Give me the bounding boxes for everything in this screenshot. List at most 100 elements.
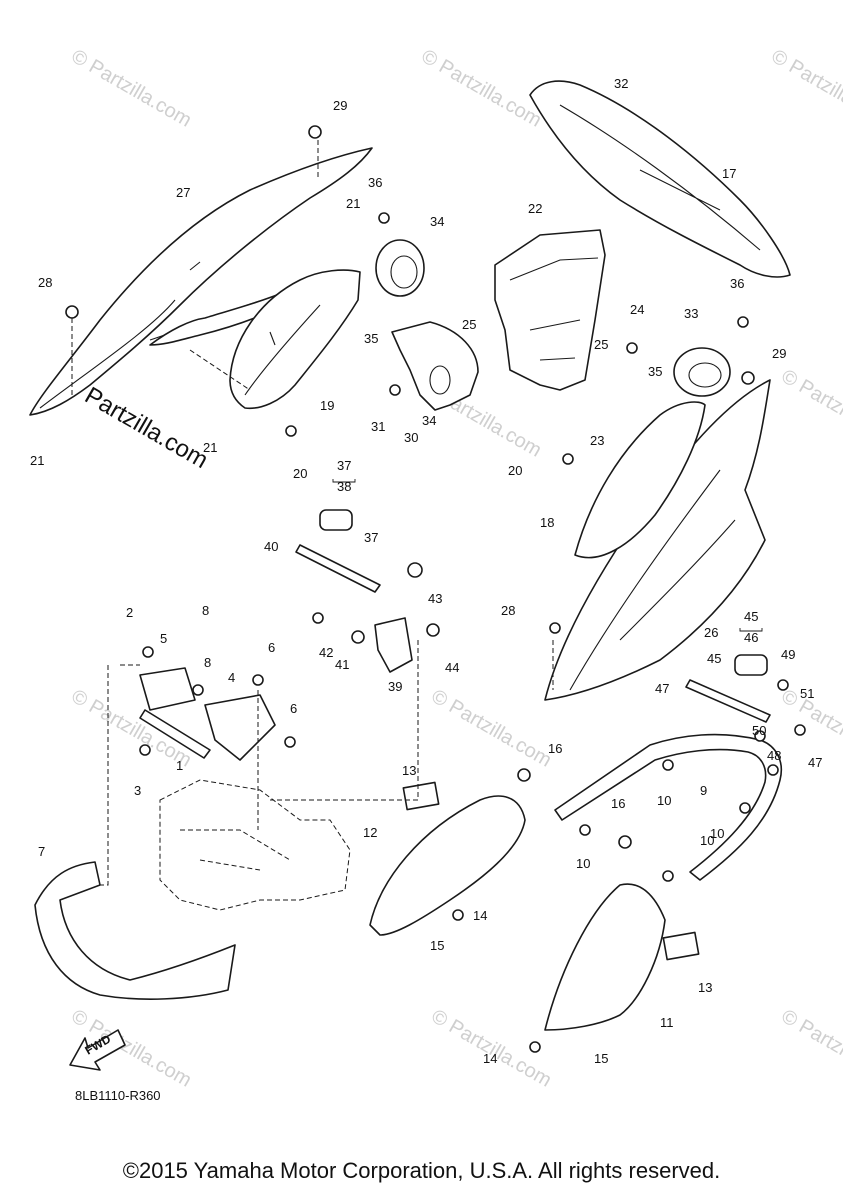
callout-label: 6	[290, 701, 297, 716]
callout-label: 10	[576, 856, 590, 871]
callout-label: 46	[744, 630, 758, 645]
leaders	[71, 140, 554, 886]
watermark: © Partzilla.com	[68, 45, 196, 131]
fwd-arrow-icon: FWD	[69, 1029, 126, 1071]
watermark: © Partzilla.com	[778, 1005, 843, 1091]
callout-label: 27	[176, 185, 190, 200]
callout-label: 11	[660, 1015, 674, 1030]
frame-ghost	[159, 779, 351, 911]
part-34-ring	[375, 239, 425, 297]
callout-label: 8	[204, 655, 211, 670]
callout-label: 25	[462, 317, 476, 332]
callout-label: 17	[722, 166, 736, 181]
callout-label: 49	[781, 647, 795, 662]
callout-label: 10	[700, 833, 714, 848]
callout-label: 25	[594, 337, 608, 352]
callout-label: 32	[614, 76, 628, 91]
callout-label: 20	[508, 463, 522, 478]
copyright: ©2015 Yamaha Motor Corporation, U.S.A. A…	[122, 1158, 721, 1183]
callout-label: 7	[38, 844, 45, 859]
part-22-housing	[494, 229, 606, 391]
callout-label: 2	[126, 605, 133, 620]
callout-label: 35	[648, 364, 662, 379]
callout-label: 31	[371, 419, 385, 434]
callout-label: 34	[422, 413, 436, 428]
rod-45	[685, 654, 771, 723]
callout-label: 1	[176, 758, 183, 773]
part-19-inner-panel	[229, 269, 361, 410]
callout-label: 29	[333, 98, 347, 113]
bracket-39	[374, 617, 413, 673]
watermark: © Partzilla.com	[428, 685, 556, 771]
callouts: 1 2 3 4 5 6 6 7 8 8 9 10 10 10 10 11 12 …	[30, 76, 822, 1066]
callout-label: 51	[800, 686, 814, 701]
callout-label: 44	[445, 660, 459, 675]
callout-label: 13	[402, 763, 416, 778]
callout-label: 28	[501, 603, 515, 618]
callout-label: 21	[203, 440, 217, 455]
rod-1	[139, 709, 211, 759]
bracket-4	[204, 694, 276, 761]
watermark: © Partzilla.com	[418, 45, 546, 131]
callout-label: 19	[320, 398, 334, 413]
callout-label: 50	[752, 723, 766, 738]
callout-label: 34	[430, 214, 444, 229]
callout-label: 23	[590, 433, 604, 448]
callout-label: 9	[700, 783, 707, 798]
callout-label: 3	[134, 783, 141, 798]
callout-label: 47	[808, 755, 822, 770]
callout-label: 13	[698, 980, 712, 995]
callout-label: 18	[540, 515, 554, 530]
part-30-bracket	[391, 321, 479, 411]
part-26-side-cowl	[544, 379, 771, 701]
callout-label: 45	[707, 651, 721, 666]
callout-label: 20	[293, 466, 307, 481]
callout-label: 41	[335, 657, 349, 672]
diagram-code: 8LB1110-R360	[75, 1088, 161, 1103]
part-32-upper-cowl	[529, 80, 791, 278]
callout-label: 24	[630, 302, 644, 317]
callout-label: 43	[428, 591, 442, 606]
callout-label: 37	[337, 458, 351, 473]
callout-label: 14	[473, 908, 487, 923]
callout-label: 38	[337, 479, 351, 494]
part-18-inner-cowl	[574, 401, 706, 559]
watermark: © Partzilla.com	[778, 365, 843, 451]
bracket-5	[139, 667, 196, 711]
callout-label: 10	[710, 826, 724, 841]
callout-label: 16	[548, 741, 562, 756]
callout-label: 45	[744, 609, 758, 624]
callout-label: 36	[730, 276, 744, 291]
callout-label: 12	[363, 825, 377, 840]
callout-label: 29	[772, 346, 786, 361]
callout-label: 33	[684, 306, 698, 321]
part-7-lower-cowl	[34, 861, 236, 1000]
watermark: © Partzilla.com	[768, 45, 843, 131]
callout-label: 15	[430, 938, 444, 953]
callout-label: 6	[268, 640, 275, 655]
callout-label: 42	[319, 645, 333, 660]
part-12-fender-side	[369, 795, 526, 936]
part-33-ring	[673, 347, 731, 397]
callout-label: 21	[346, 196, 360, 211]
callout-label: 35	[364, 331, 378, 346]
callout-label: 30	[404, 430, 418, 445]
callout-label: 22	[528, 201, 542, 216]
callout-label: 47	[655, 681, 669, 696]
callout-label: 4	[228, 670, 235, 685]
callout-label: 10	[657, 793, 671, 808]
rod-37	[295, 509, 381, 593]
callout-label: 37	[364, 530, 378, 545]
callout-label: 26	[704, 625, 718, 640]
callout-label: 16	[611, 796, 625, 811]
part-11-front-fender	[544, 883, 666, 1031]
callout-label: 40	[264, 539, 278, 554]
callout-label: 48	[767, 748, 781, 763]
callout-label: 36	[368, 175, 382, 190]
callout-label: 8	[202, 603, 209, 618]
callout-label: 21	[30, 453, 44, 468]
callout-label: 28	[38, 275, 52, 290]
fasteners	[65, 125, 806, 1053]
callout-label: 14	[483, 1051, 497, 1066]
